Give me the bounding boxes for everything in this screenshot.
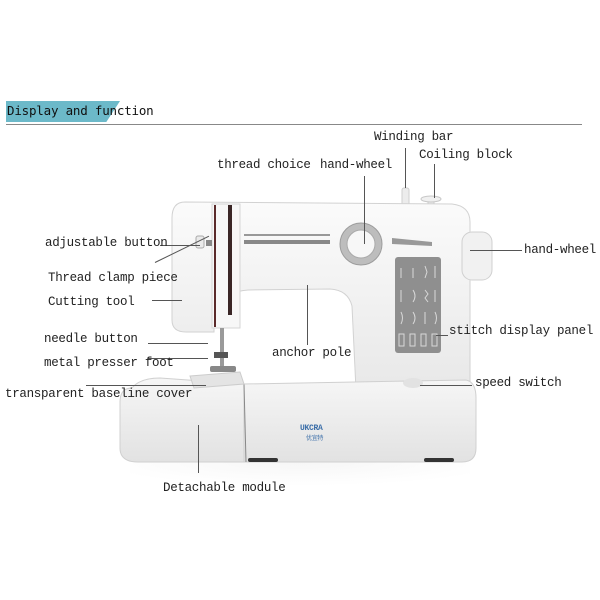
label-anchor-pole: anchor pole xyxy=(272,346,352,360)
label-needle-button: needle button xyxy=(44,332,138,346)
brand-logo: UKCRA xyxy=(300,424,323,433)
leader-baseline-cover xyxy=(86,385,206,386)
label-stitch-display-panel: stitch display panel xyxy=(449,324,594,338)
label-coiling-block: Coiling block xyxy=(419,148,513,162)
leader-hand-wheel-right xyxy=(470,250,522,251)
label-adjustable-button: adjustable button xyxy=(45,236,168,250)
brand-subtitle: 优宜特 xyxy=(306,435,324,442)
leader-needle-button xyxy=(148,343,208,344)
leader-anchor-pole xyxy=(307,285,308,345)
label-metal-presser-foot: metal presser foot xyxy=(44,356,174,370)
label-hand-wheel-top: hand-wheel xyxy=(320,158,393,172)
header-accent-tab xyxy=(6,101,120,122)
label-thread-clamp-piece: Thread clamp piece xyxy=(48,271,178,285)
label-cutting-tool: Cutting tool xyxy=(48,295,135,309)
leader-coiling-block xyxy=(434,164,435,198)
leader-adjustable-button xyxy=(160,245,200,246)
label-speed-switch: speed switch xyxy=(475,376,562,390)
header-divider xyxy=(6,124,582,125)
label-transparent-baseline-cover: transparent baseline cover xyxy=(5,387,193,401)
leader-speed-switch xyxy=(420,385,472,386)
header-title: Display and function xyxy=(7,103,154,118)
leader-detachable-module xyxy=(198,425,199,473)
label-winding-bar: Winding bar xyxy=(374,130,454,144)
leader-winding-bar xyxy=(405,148,406,188)
leader-hand-wheel-top xyxy=(364,176,365,244)
label-thread-choice: thread choice xyxy=(217,158,311,172)
leader-stitch-panel xyxy=(436,335,448,336)
label-hand-wheel-right: hand-wheel xyxy=(524,243,597,257)
leader-presser-foot xyxy=(148,358,208,359)
label-detachable-module: Detachable module xyxy=(163,481,286,495)
leader-cutting-tool xyxy=(152,300,182,301)
